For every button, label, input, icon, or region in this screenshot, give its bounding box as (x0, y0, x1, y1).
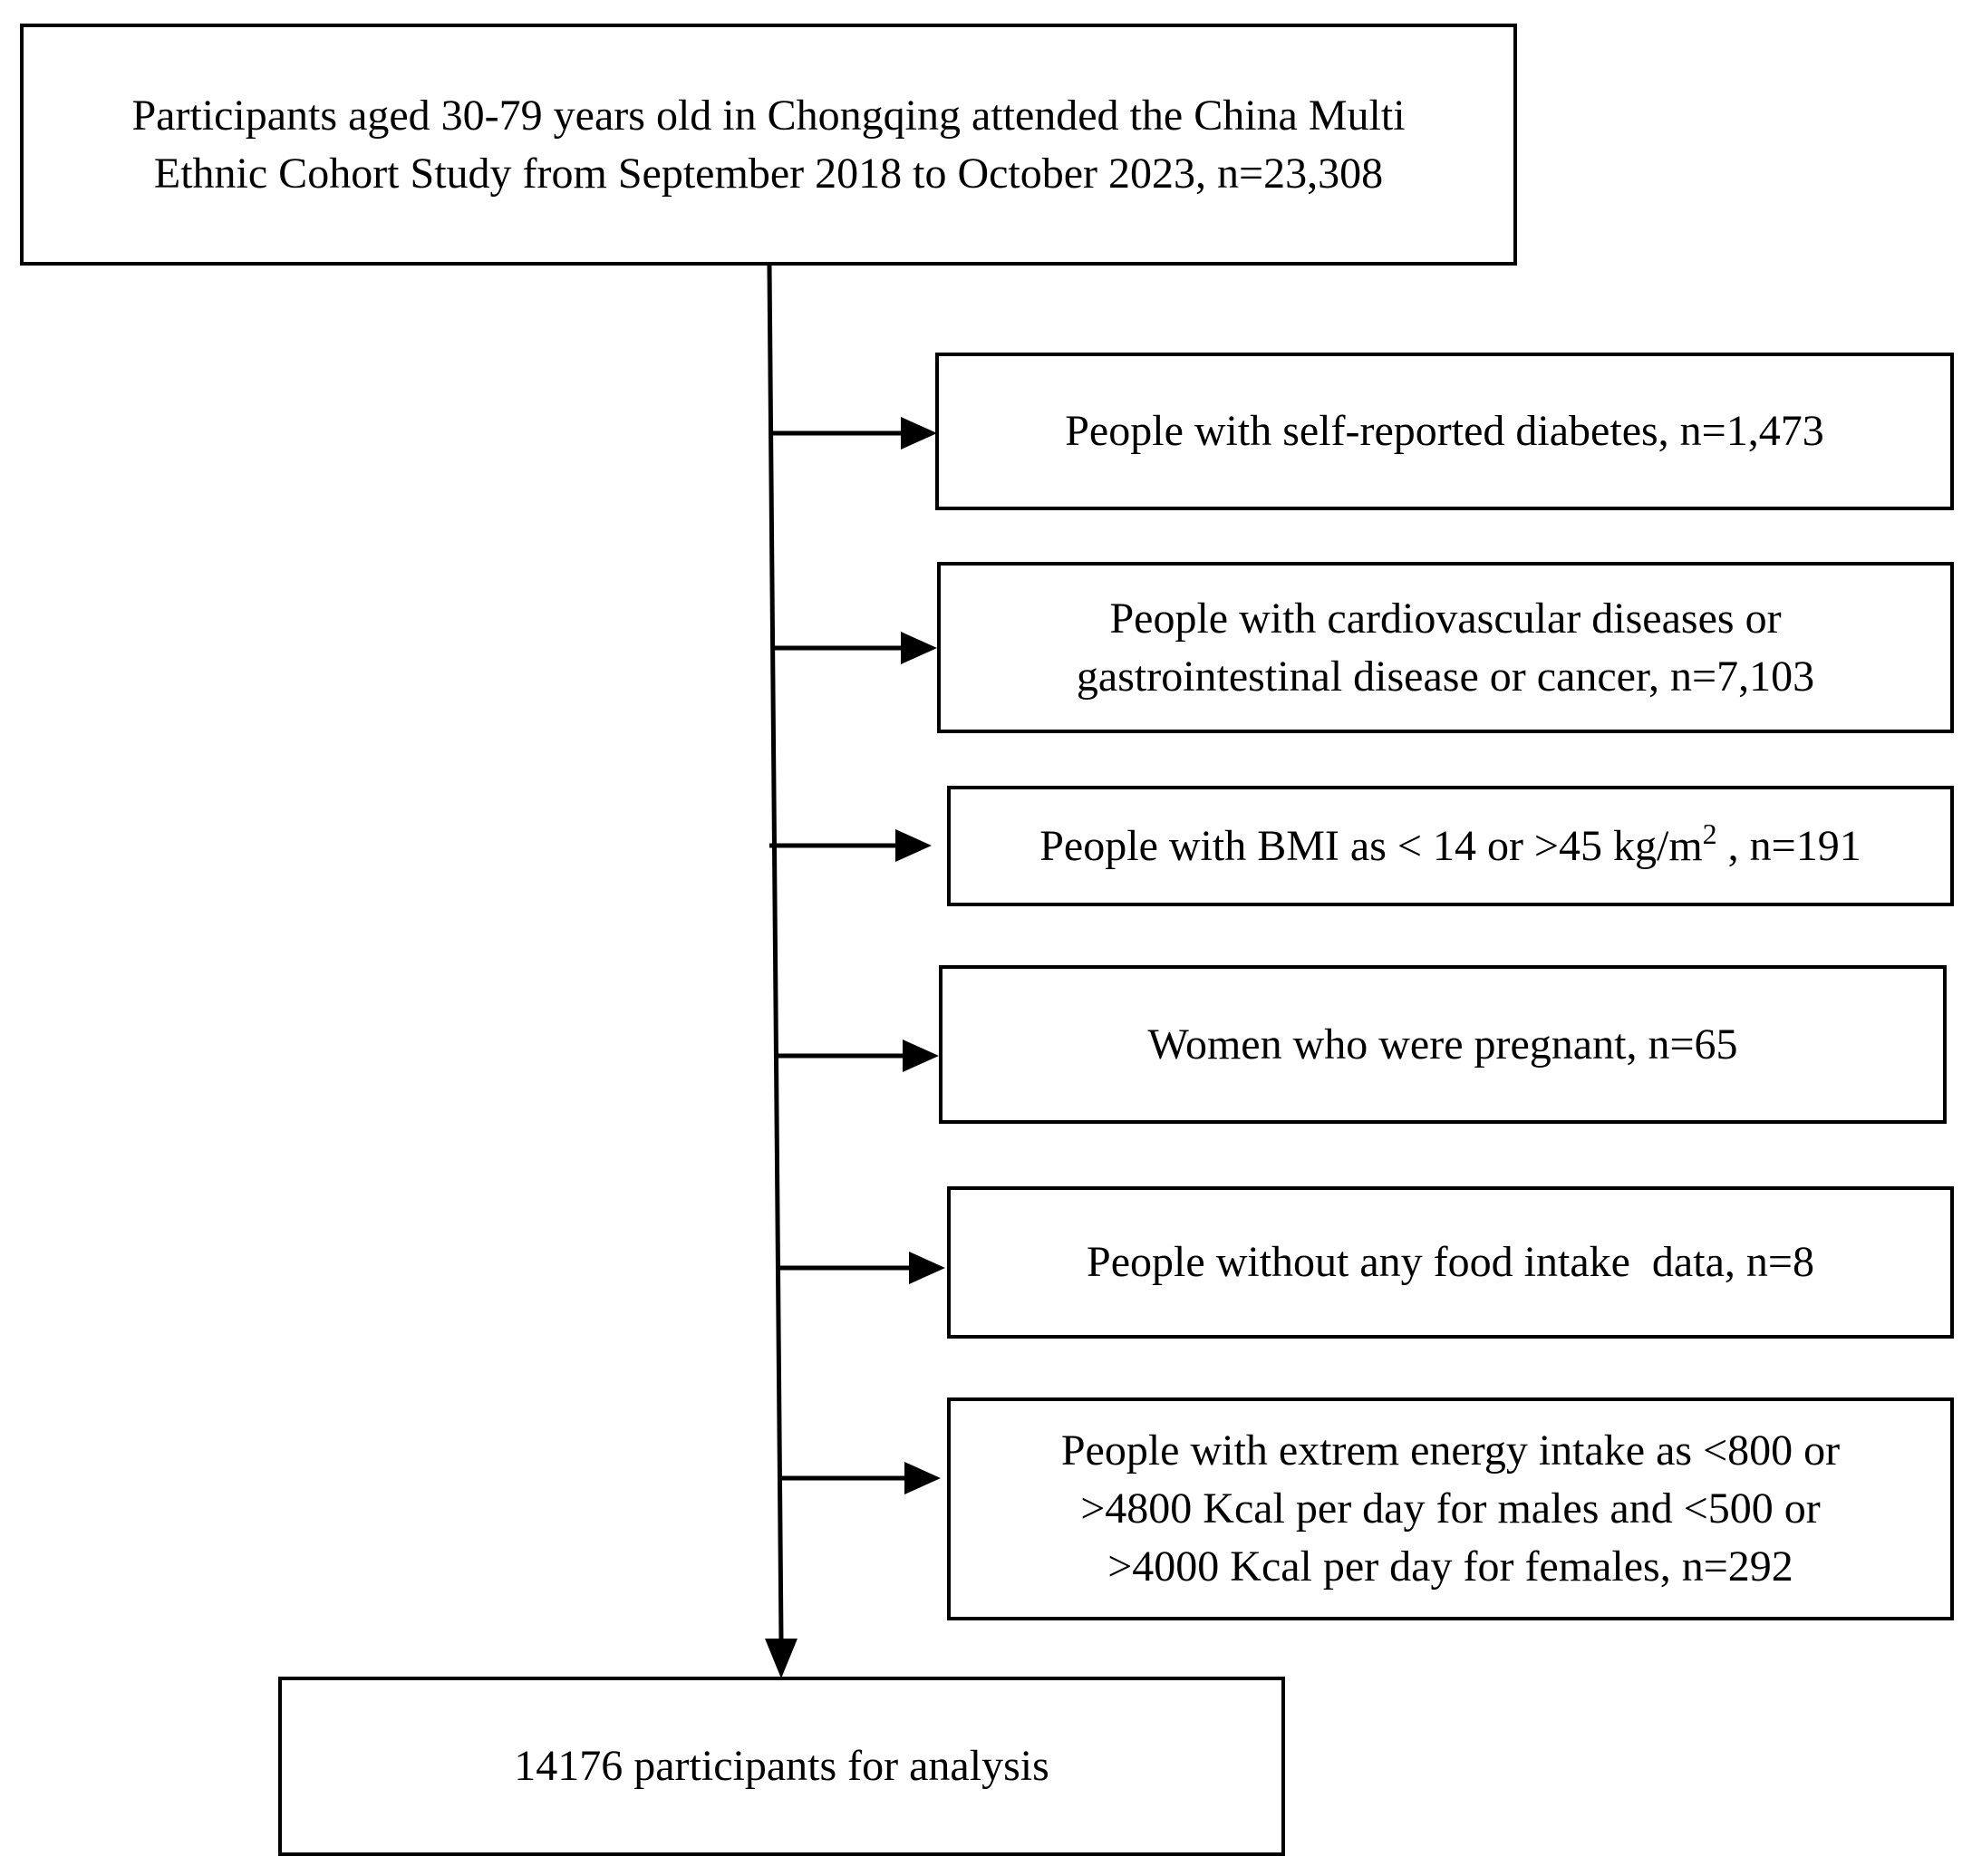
exclusion-cvd-text: People with cardiovascular diseases or g… (1077, 590, 1814, 706)
exclusion-energy-line-1: People with extrem energy intake as <800… (1060, 1426, 1841, 1475)
exclusion-box-energy-intake: People with extrem energy intake as <800… (947, 1397, 1954, 1620)
main-vertical-line (767, 265, 784, 1641)
exclusion-pregnant-text: Women who were pregnant, n=65 (1147, 1016, 1737, 1074)
exclusion-box-bmi: People with BMI as < 14 or >45 kg/m2 , n… (947, 786, 1954, 906)
exclusion-box-pregnant: Women who were pregnant, n=65 (939, 965, 1947, 1124)
exclusion-bmi-line-1: People with BMI as < 14 or >45 kg/m2 , n… (1039, 817, 1861, 875)
start-line-2: Ethnic Cohort Study from September 2018 … (153, 149, 1384, 198)
exclusion-diabetes-line-1: People with self-reported diabetes, n=1,… (1065, 407, 1824, 455)
exclusion-box-cvd-gi-cancer: People with cardiovascular diseases or g… (937, 562, 1954, 733)
exclusion-energy-line-3: >4000 Kcal per day for females, n=292 (1107, 1542, 1793, 1591)
branch-arrow-bmi (769, 829, 932, 862)
exclusion-cvd-line-2: gastrointestinal disease or cancer, n=7,… (1076, 652, 1815, 701)
branch-arrow-pregnant (777, 1040, 939, 1072)
start-box: Participants aged 30-79 years old in Cho… (20, 24, 1517, 266)
exclusion-bmi-superscript: 2 (1702, 817, 1717, 850)
exclusion-energy-text: People with extrem energy intake as <800… (1061, 1422, 1840, 1596)
start-line-1: Participants aged 30-79 years old in Cho… (131, 91, 1406, 140)
exclusion-bmi-prefix: People with BMI as < 14 or >45 kg/m (1039, 821, 1703, 870)
exclusion-bmi-text: People with BMI as < 14 or >45 kg/m2 , n… (1039, 817, 1861, 875)
branch-arrow-food-intake (778, 1252, 945, 1284)
main-down-arrowhead (765, 1639, 798, 1678)
exclusion-food-line-1: People without any food intake data, n=8 (1087, 1238, 1814, 1286)
exclusion-bmi-suffix: , n=191 (1716, 821, 1861, 870)
final-box: 14176 participants for analysis (278, 1677, 1285, 1856)
exclusion-diabetes-text: People with self-reported diabetes, n=1,… (1065, 402, 1824, 460)
exclusion-cvd-line-1: People with cardiovascular diseases or (1109, 594, 1782, 643)
branch-arrow-cvd (773, 632, 937, 664)
branch-arrow-energy-intake (780, 1462, 941, 1494)
exclusion-energy-line-2: >4800 Kcal per day for males and <500 or (1080, 1484, 1821, 1533)
final-box-text: 14176 participants for analysis (514, 1737, 1049, 1795)
exclusion-food-text: People without any food intake data, n=8 (1087, 1233, 1814, 1291)
branch-arrow-diabetes (771, 417, 937, 450)
start-box-text: Participants aged 30-79 years old in Cho… (131, 87, 1405, 203)
final-line-1: 14176 participants for analysis (514, 1742, 1049, 1790)
exclusion-box-food-intake: People without any food intake data, n=8 (947, 1186, 1954, 1339)
exclusion-pregnant-line-1: Women who were pregnant, n=65 (1147, 1020, 1738, 1069)
exclusion-box-diabetes: People with self-reported diabetes, n=1,… (935, 353, 1954, 510)
